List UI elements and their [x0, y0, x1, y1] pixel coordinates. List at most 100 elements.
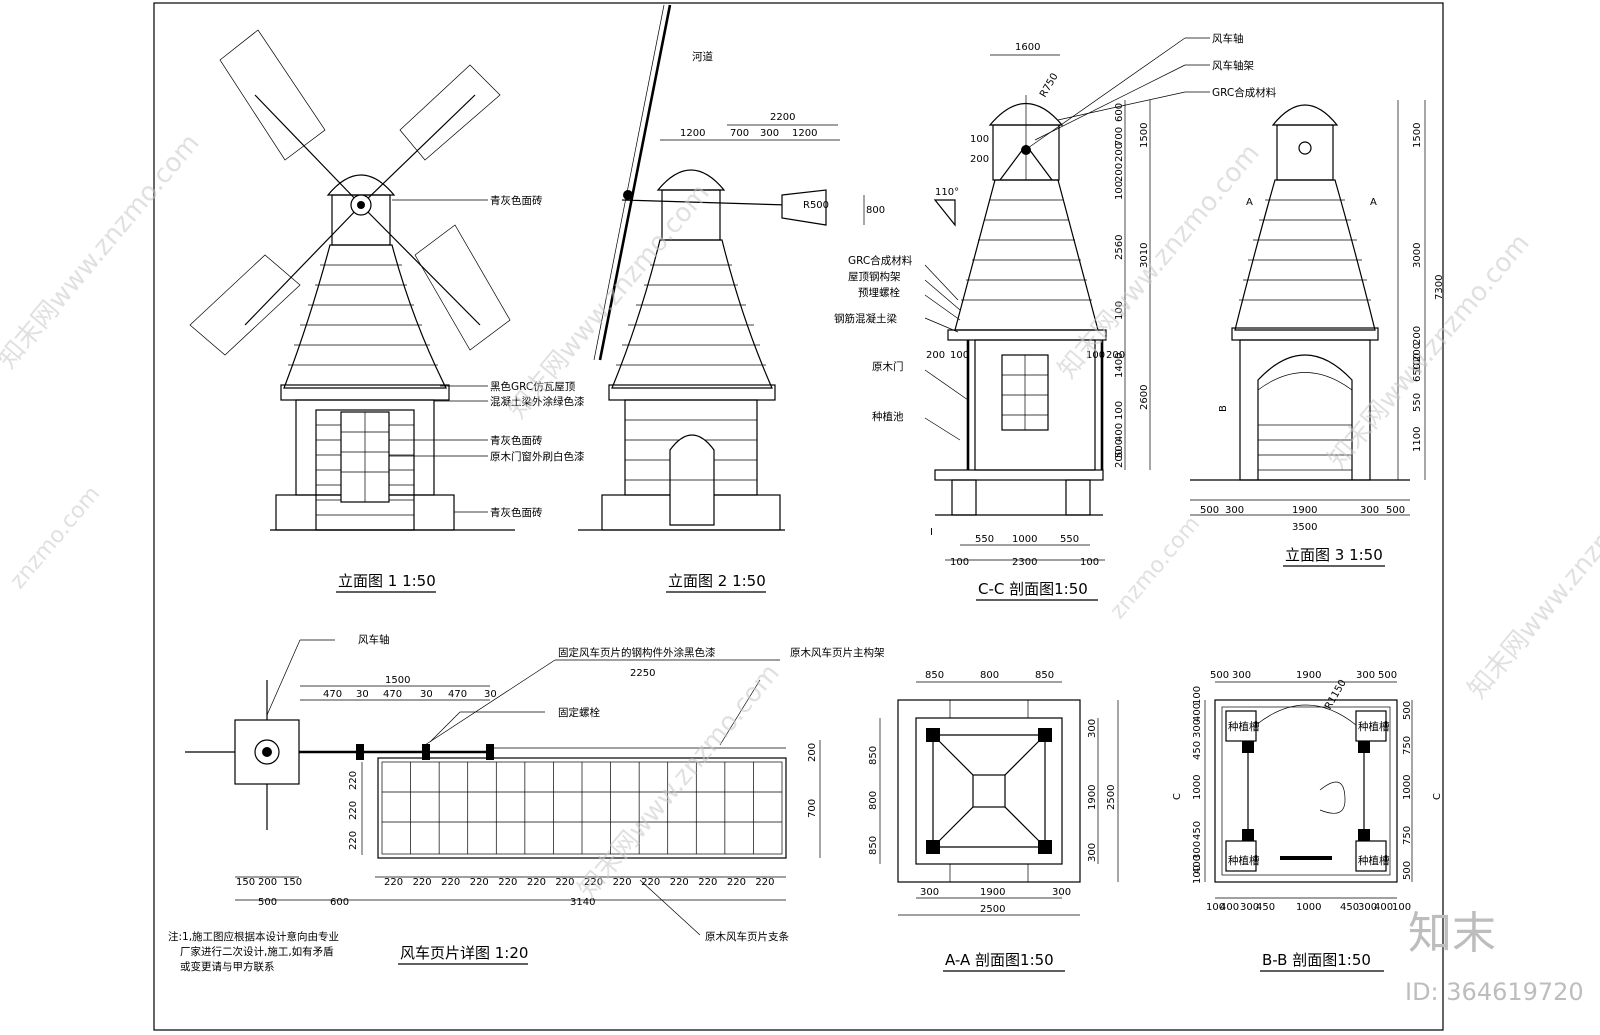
- blade-dim: 30: [356, 689, 369, 700]
- dimension-label: 300: [1358, 902, 1377, 913]
- elev1-label: 原木门窗外刷白色漆: [490, 450, 585, 463]
- dimension-label: 3010: [1139, 243, 1150, 268]
- dimension-label: 220: [584, 877, 603, 888]
- dimension-label: 300: [1052, 887, 1071, 898]
- dimension-label: 650: [1412, 363, 1423, 382]
- dimension-label: 200: [1114, 143, 1125, 162]
- note-line: 注:1,施工图应根据本设计意向由专业: [168, 930, 339, 943]
- elev2-dim: 300: [760, 128, 779, 139]
- elev1-label: 青灰色面砖: [490, 434, 543, 447]
- elevation-1: [189, 29, 515, 531]
- dimension-label: 850: [868, 746, 879, 765]
- dimension-label: 500: [1114, 439, 1125, 458]
- dimension-label: 450: [1192, 821, 1203, 840]
- cc-label: 种植池: [872, 410, 904, 423]
- cc-dim: 200: [1106, 350, 1125, 361]
- dimension-label: 700: [1114, 127, 1125, 146]
- elevation-2: R500: [578, 4, 865, 531]
- dimension-label: 300: [1232, 670, 1251, 681]
- sheet-border: [153, 2, 1444, 1031]
- dimension-label: 400: [1374, 902, 1393, 913]
- dimension-label: 300: [1087, 843, 1098, 862]
- dimension-label: 300: [1192, 841, 1203, 860]
- cc-label: 风车轴: [1212, 32, 1244, 45]
- elevation-3-labels: 7300 500 300 1900 300 500 3500 A A B: [1200, 197, 1445, 533]
- dimension-label: 100: [1114, 401, 1125, 420]
- cc-label: 风车轴架: [1212, 59, 1254, 72]
- section-aa: [879, 681, 1119, 916]
- dimension-label: 750: [1402, 736, 1413, 755]
- elev2-dim: 1200: [680, 128, 705, 139]
- dimension-label: 100: [1192, 865, 1203, 884]
- dimension-label: 300: [920, 887, 939, 898]
- cc-dim: 200: [970, 154, 989, 165]
- dimension-label: 220: [555, 877, 574, 888]
- notes: 注:1,施工图应根据本设计意向由专业 厂家进行二次设计,施工,如有矛盾 或变更请…: [168, 930, 339, 973]
- dimension-label: 1900: [1296, 670, 1321, 681]
- dimension-label: 2500: [980, 904, 1005, 915]
- title-elevation-3: 立面图 3 1:50: [1285, 546, 1383, 564]
- bb-planter: 种植槽: [1228, 720, 1260, 733]
- dimension-label: 220: [698, 877, 717, 888]
- dimension-label: 850: [925, 670, 944, 681]
- blade-dim: 470: [448, 689, 467, 700]
- cc-dim: 550: [975, 534, 994, 545]
- cc-dim: 550: [1060, 534, 1079, 545]
- dimension-label: 500: [1378, 670, 1397, 681]
- dimension-label: 220: [641, 877, 660, 888]
- elev2-dim: 700: [730, 128, 749, 139]
- bb-planter: 种植槽: [1228, 854, 1260, 867]
- title-section-cc: C-C 剖面图1:50: [978, 580, 1088, 598]
- dimension-label: 600: [1114, 103, 1125, 122]
- cc-angle: 110°: [935, 187, 959, 198]
- cc-dim: 100: [1080, 557, 1099, 568]
- cc-dim: 100: [950, 350, 969, 361]
- dimension-label: 200: [1114, 163, 1125, 182]
- dimension-label: 100: [1192, 686, 1203, 705]
- elev3-mark: A: [1246, 197, 1253, 208]
- dimension-label: 2600: [1139, 385, 1150, 410]
- dimension-label: 100: [1114, 181, 1125, 200]
- dimension-label: 200: [1412, 343, 1423, 362]
- dimension-label: 100: [1392, 902, 1411, 913]
- elev1-label: 青灰色面砖: [490, 194, 543, 207]
- elev3-total: 7300: [1434, 275, 1445, 300]
- elevation-1-labels: 青灰色面砖 黑色GRC仿瓦屋顶 混凝土梁外涂绿色漆 青灰色面砖 原木门窗外刷白色…: [490, 194, 585, 519]
- blade-dim: 220: [348, 801, 359, 820]
- dimension-label: 1500: [1139, 123, 1150, 148]
- image-id: ID: 364619720: [1405, 978, 1584, 1006]
- elev3-dim: 500: [1200, 505, 1219, 516]
- dimension-label: 220: [384, 877, 403, 888]
- dimension-label: 500: [1402, 861, 1413, 880]
- blade-dim: 200: [807, 743, 818, 762]
- elev2-dim: 1200: [792, 128, 817, 139]
- elev1-label: 混凝土梁外涂绿色漆: [490, 395, 585, 408]
- elev2-dim: 800: [866, 205, 885, 216]
- dimension-label: 1400: [1114, 353, 1125, 378]
- section-cc-labels: 风车轴 风车轴架 GRC合成材料 GRC合成材料 屋顶钢构架 预埋螺栓 钢筋混凝…: [834, 32, 1277, 568]
- section-cc: [924, 37, 1210, 561]
- blade-dim: 2250: [630, 668, 655, 679]
- dimension-label: 100: [1206, 902, 1225, 913]
- blade-dim: 150: [236, 877, 255, 888]
- elev3-dim: 500: [1386, 505, 1405, 516]
- section-bb: [1204, 681, 1413, 899]
- dimension-label: 2500: [1106, 785, 1117, 810]
- blade-dim: 220: [348, 831, 359, 850]
- dimension-label: 1500: [1412, 123, 1423, 148]
- elev2-river: 河道: [692, 50, 713, 63]
- blade-label: 风车轴: [358, 633, 390, 646]
- blade-detail: [185, 639, 821, 936]
- blade-dim: 1500: [385, 675, 410, 686]
- cc-label: 原木门: [872, 360, 904, 373]
- blade-dim: 600: [330, 897, 349, 908]
- elev3-mark: A: [1370, 197, 1377, 208]
- cc-dim: 1000: [1012, 534, 1037, 545]
- blade-label: 固定风车页片的钢构件外涂黑色漆: [558, 646, 716, 659]
- dimension-label: 3000: [1412, 243, 1423, 268]
- elev1-label: 黑色GRC仿瓦屋顶: [490, 380, 576, 393]
- cc-label: 预埋螺栓: [858, 286, 900, 299]
